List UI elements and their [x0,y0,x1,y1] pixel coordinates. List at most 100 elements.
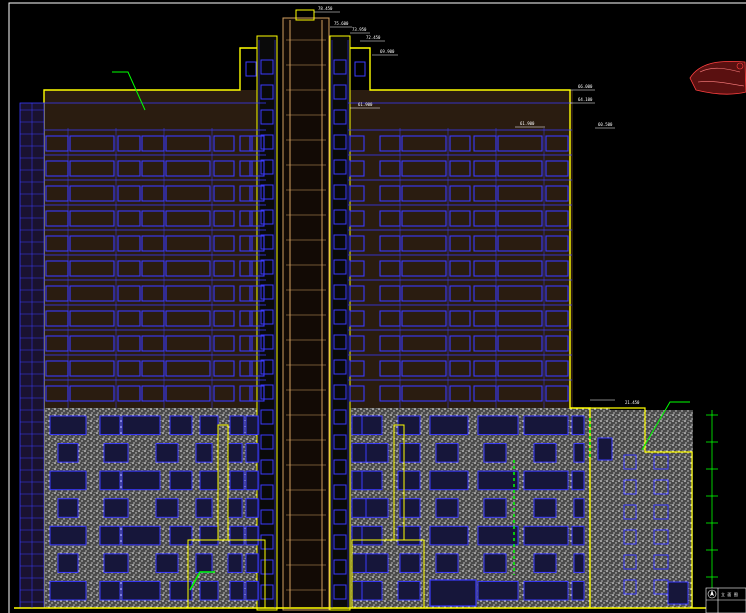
shaft-window [260,59,274,75]
elev-mark-4: 72.450 [366,35,381,40]
podium-window [397,470,421,491]
entrance-door [429,579,477,607]
podium-window [351,498,367,518]
shaft-window [333,359,347,375]
shaft-window [260,409,274,425]
window [239,135,253,152]
elev-mark-wing-r: 61.900 [520,121,535,126]
podium-column-left [217,424,229,541]
podium-window [523,580,569,601]
podium-window [483,498,507,518]
left-tower-facade [44,90,266,408]
right-tower-facade [348,90,573,408]
podium-window [103,498,129,518]
window [69,285,115,302]
window [165,385,211,402]
upper-right-windows [348,102,572,408]
podium-window [365,443,389,463]
podium-window [429,415,469,436]
window [117,185,141,202]
window [239,260,253,277]
shaft-window [333,309,347,325]
podium-window [571,580,585,601]
window [239,185,253,202]
podium-window [57,553,79,573]
wing-window [623,479,637,495]
window [401,235,447,252]
balcony-window [249,285,265,302]
podium-window [245,415,259,436]
podium-window [523,525,569,546]
elev-mark-wing-l: 61.900 [358,102,373,107]
window [213,135,235,152]
window [545,160,569,177]
window [349,335,365,352]
window [213,160,235,177]
shaft-window [333,384,347,400]
podium-window [155,443,179,463]
entrance-canopy [189,571,215,591]
window [69,335,115,352]
window [239,335,253,352]
shaft-window [260,259,274,275]
top-elevation-marks: 78.450 75.600 73.950 72.450 69.900 [314,6,398,56]
wing-window [597,437,613,461]
podium-window [49,470,87,491]
window [239,310,253,327]
window [69,385,115,402]
window [117,285,141,302]
window [401,135,447,152]
podium-window [573,553,585,573]
balcony-window [249,360,265,377]
podium-window [155,498,179,518]
shaft-window [333,334,347,350]
shaft-window [333,259,347,275]
right-elevation-marks: 66.000 64.100 60.500 21.450 61.900 61.90… [350,84,640,405]
leader-line-upper [112,71,146,111]
shaft-window [333,459,347,475]
elev-mark-r3: 60.500 [598,122,613,127]
shaft-window [260,384,274,400]
shaft-window [260,234,274,250]
side-wing-windows [429,437,689,607]
window [349,285,365,302]
shaft-window [260,534,274,550]
podium-window [245,553,259,573]
podium-window [121,580,161,601]
shaft-window [260,209,274,225]
elev-mark-5: 69.900 [380,49,395,54]
podium-window [533,498,557,518]
window [545,385,569,402]
podium-window [169,525,193,546]
shaft-window [333,209,347,225]
podium-window [49,580,87,601]
podium-window [229,525,245,546]
window [401,260,447,277]
podium-hatch-right [348,408,610,608]
window [69,310,115,327]
wing-window [623,579,637,595]
shaft-window [333,559,347,575]
podium-window [435,553,459,573]
window [239,385,253,402]
window [349,210,365,227]
wing-window [653,529,669,545]
window [497,360,543,377]
window [545,135,569,152]
podium-window [245,498,259,518]
window [401,185,447,202]
podium-window [227,443,243,463]
shaft-window [260,84,274,100]
podium-window [245,580,259,601]
podium-window [99,415,121,436]
window [449,310,471,327]
podium-window [361,525,383,546]
window [165,135,211,152]
podium-window [99,580,121,601]
podium-window [435,498,459,518]
podium-window [245,525,259,546]
podium-window [399,553,421,573]
podium-window [245,470,259,491]
podium-window [227,498,243,518]
